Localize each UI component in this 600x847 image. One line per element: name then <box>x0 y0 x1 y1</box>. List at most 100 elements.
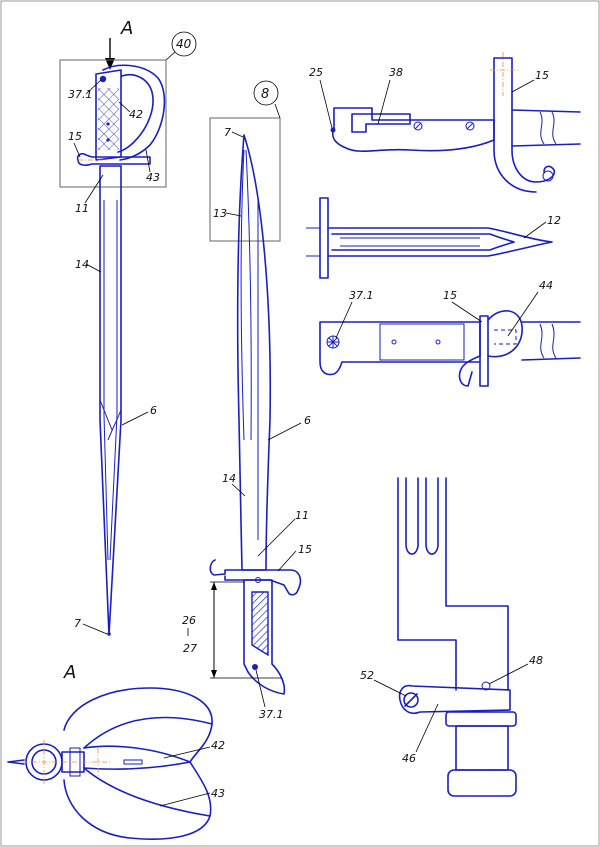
screw-2 <box>465 121 475 131</box>
leader-37-1-r <box>335 301 353 339</box>
label-7-mid: 7 <box>224 126 231 139</box>
leader-14-mid <box>231 483 246 497</box>
label-25: 25 <box>309 66 323 79</box>
guard-44 <box>487 310 523 358</box>
muzzle-ring <box>319 197 329 279</box>
bayonet-middle: 8 26 27 7 13 6 14 11 15 37.1 <box>182 80 312 721</box>
mech-sleeve <box>455 725 509 771</box>
view-a-inner-guard <box>83 745 191 770</box>
label-8: 8 <box>261 87 269 102</box>
grip-panel <box>379 323 465 361</box>
rivet-48 <box>481 681 491 691</box>
label-38: 38 <box>389 66 403 79</box>
detail-8-leader <box>274 103 281 119</box>
leader-42-top <box>118 101 131 113</box>
mech-upper-body <box>397 477 509 691</box>
detail-hilt-guard: 37.1 15 44 <box>319 279 581 387</box>
view-a-quillon <box>7 759 25 765</box>
view-a-detail: A 42 43 <box>7 662 225 840</box>
label-12: 12 <box>547 214 561 227</box>
cross-guard-middle <box>209 559 302 596</box>
label-46: 46 <box>402 752 416 765</box>
leader-7-mid <box>231 131 244 138</box>
label-26: 26 <box>182 614 196 627</box>
guard-ring-right <box>479 315 489 387</box>
blade-left-fuller <box>103 200 118 561</box>
detail-box-8 <box>209 117 281 242</box>
lever-46 <box>398 684 511 715</box>
screw-1-slot <box>414 122 422 130</box>
leader-52 <box>373 679 407 697</box>
blade-tip-fuller <box>331 233 515 251</box>
blade-left-tip <box>107 632 111 636</box>
leader-15-left <box>73 142 81 158</box>
label-43-top: 43 <box>146 171 160 184</box>
leader-37-1-top <box>85 79 102 95</box>
label-43-bot: 43 <box>211 787 225 800</box>
label-6-mid: 6 <box>304 414 311 427</box>
leader-11-mid <box>257 518 296 557</box>
leader-43-top <box>145 149 151 173</box>
grip-middle <box>243 579 286 695</box>
view-marker: A <box>120 18 133 39</box>
label-15-left: 15 <box>68 130 82 143</box>
blade-tip-inner <box>340 237 480 247</box>
leader-15-mid <box>277 550 297 572</box>
screw-52 <box>403 692 419 708</box>
detail-40-leader <box>165 51 176 61</box>
label-37-1-top: 37.1 <box>68 88 93 101</box>
label-48: 48 <box>529 654 543 667</box>
label-37-1-r: 37.1 <box>349 289 374 302</box>
leader-25 <box>319 79 333 129</box>
label-44: 44 <box>539 279 553 292</box>
leader-42-bot <box>163 746 211 759</box>
label-11-mid: 11 <box>295 509 309 522</box>
leader-6-mid <box>267 422 302 441</box>
label-42-top: 42 <box>129 108 143 121</box>
detail-box-40 <box>59 59 167 188</box>
leader-11-left <box>84 174 104 204</box>
label-14-left: 14 <box>75 258 89 271</box>
screw-1 <box>413 121 423 131</box>
guard-44-hidden <box>494 329 517 345</box>
leader-48 <box>488 663 529 685</box>
detail-8-circle <box>253 80 279 106</box>
press-stud <box>330 127 336 133</box>
cross-guard <box>76 153 151 166</box>
blade-stub-right <box>521 321 581 361</box>
guard-ring-top <box>542 170 554 182</box>
leader-43-bot <box>159 792 211 807</box>
blade-left-bevel <box>99 399 122 441</box>
grip-rivet-2 <box>106 138 110 142</box>
blade-tip-body <box>327 227 553 257</box>
blade-middle-fuller <box>240 149 252 441</box>
detail-40-circle <box>171 31 197 57</box>
grip-rivet-1 <box>106 122 110 126</box>
label-13: 13 <box>213 207 227 220</box>
label-14-mid: 14 <box>222 472 236 485</box>
hilt-body-right <box>319 321 481 387</box>
leader-6-left <box>121 411 149 426</box>
knuckle-guard <box>102 64 166 161</box>
dim-arrow-bottom <box>211 670 217 678</box>
blade-tip-break <box>306 227 320 257</box>
pommel-rivet <box>99 75 107 83</box>
star-screw-rays <box>327 336 339 348</box>
view-a-upper-lobe <box>83 716 213 749</box>
mech-fuller-left <box>405 477 419 555</box>
dim-arrow-top <box>211 582 217 590</box>
view-a-slot <box>123 759 143 765</box>
leader-12 <box>523 221 547 239</box>
sabre-left: A 40 37.1 42 15 43 11 14 <box>59 18 197 636</box>
view-a-lower-lobe <box>83 767 211 817</box>
view-arrow-head <box>105 58 115 70</box>
screw-2-slot <box>466 122 474 130</box>
label-15-tr: 15 <box>535 69 549 82</box>
catch-spring <box>351 113 411 133</box>
hilt-body-top <box>331 107 495 152</box>
blade-break-top <box>539 111 557 145</box>
detail-hilt-catch: 25 38 15 <box>309 52 581 193</box>
section-title: A <box>63 662 76 683</box>
label-11-left: 11 <box>75 202 89 215</box>
